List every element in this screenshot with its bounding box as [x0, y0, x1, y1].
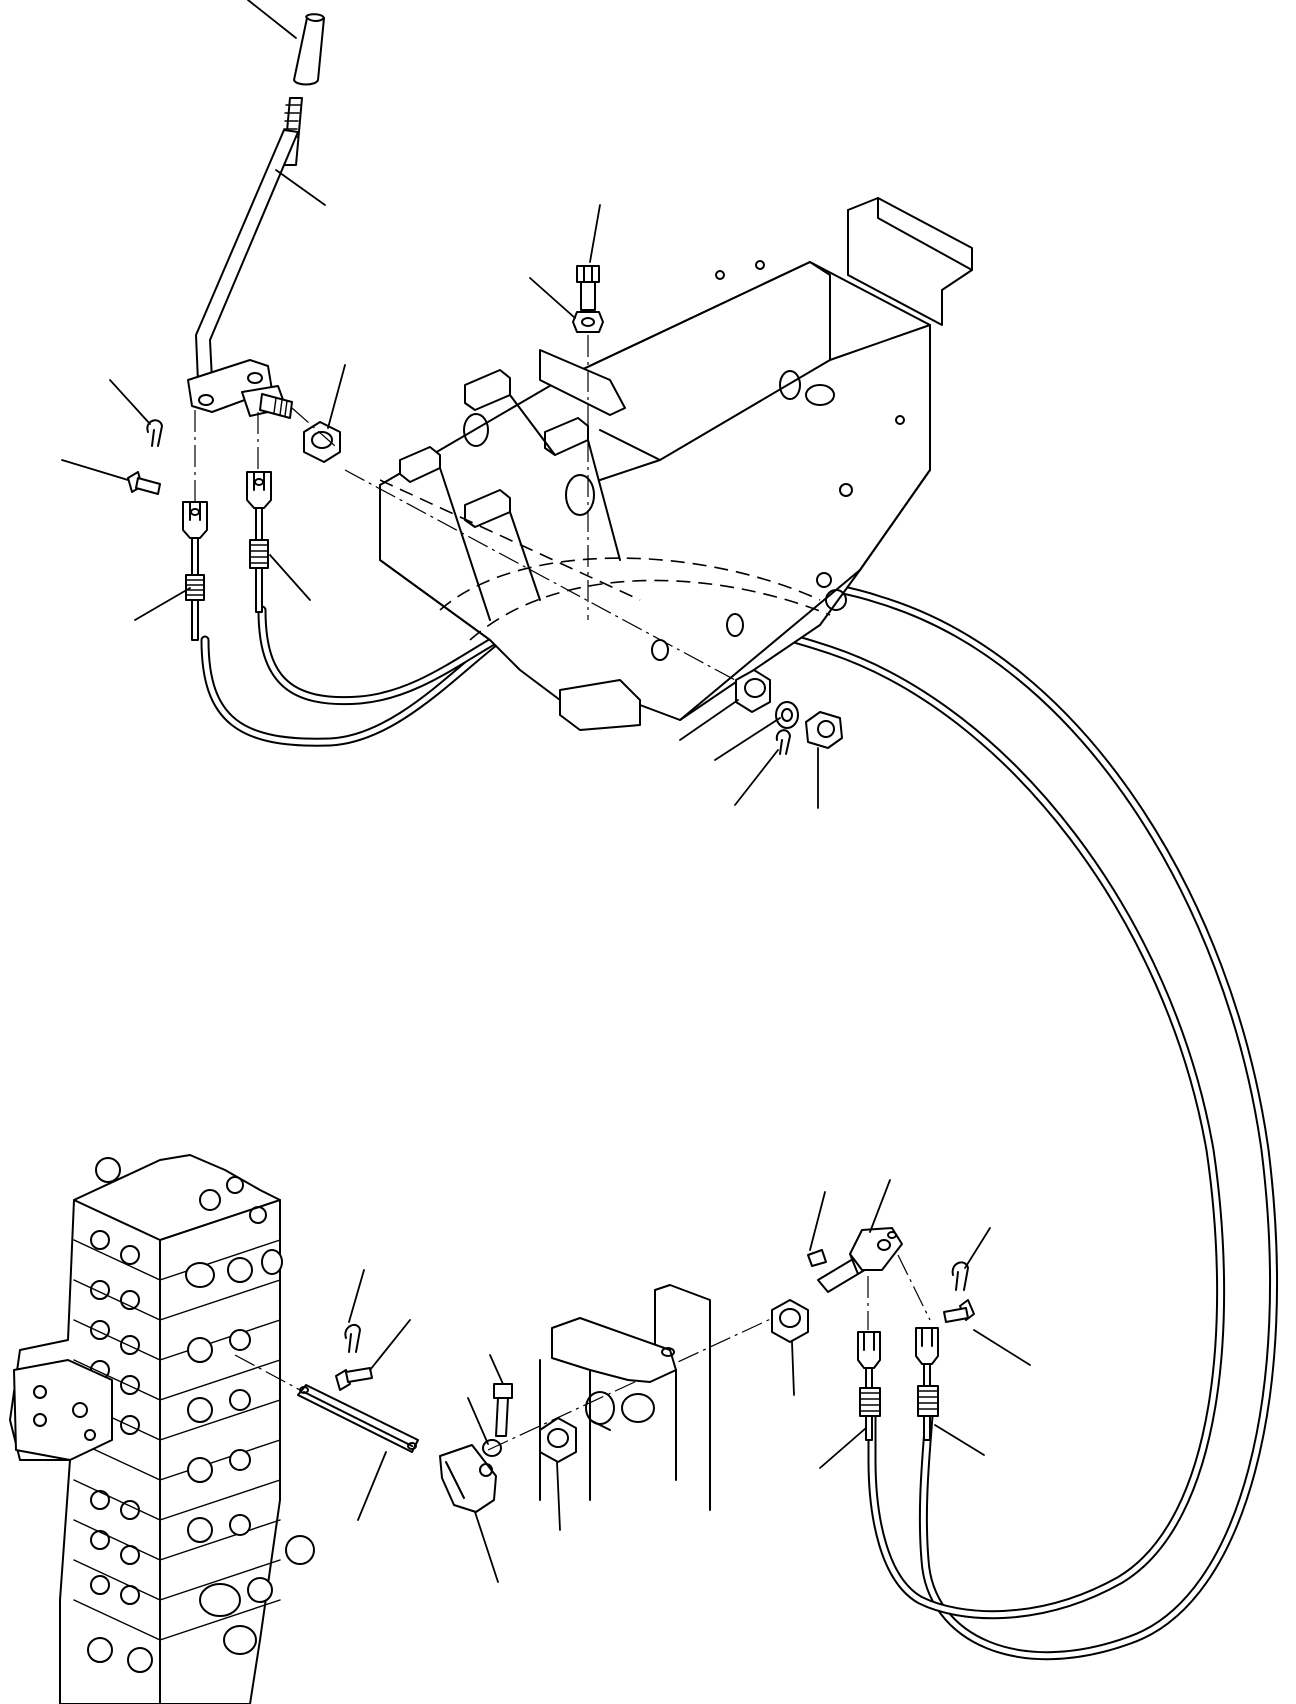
bolt-icon	[576, 265, 600, 311]
lever-arm-icon	[439, 1444, 497, 1513]
cable-clevis-icon	[915, 1327, 939, 1441]
clevis-pin-icon	[943, 1299, 975, 1323]
center-line	[487, 1309, 791, 1451]
center-line	[344, 469, 736, 681]
bushing-icon	[735, 669, 771, 713]
hidden-line	[379, 479, 641, 601]
hidden-line	[469, 579, 831, 641]
bushing-icon	[539, 1417, 577, 1463]
link-rod-icon	[297, 1384, 419, 1453]
control-valve-block-icon	[9, 1154, 315, 1704]
center-line	[234, 1354, 301, 1391]
cable-clevis-icon	[182, 501, 208, 641]
leader-lines	[61, 0, 1031, 1583]
cotter-pin-icon	[344, 1323, 361, 1353]
pedal-box-frame-icon	[379, 197, 973, 731]
center-line	[897, 1254, 931, 1321]
bolt-icon	[493, 1383, 513, 1437]
cable-clevis-icon	[857, 1331, 881, 1441]
lever-knob-icon	[293, 13, 325, 86]
bushing-icon	[303, 421, 341, 463]
nut-icon	[572, 311, 604, 333]
cotter-pin-icon	[807, 1249, 827, 1267]
lever-bracket-icon	[187, 359, 293, 419]
clevis-pin-icon	[335, 1367, 373, 1391]
hidden-line	[439, 557, 821, 611]
washer-icon	[775, 701, 799, 729]
center-line	[291, 407, 336, 447]
cotter-pin-icon	[775, 729, 791, 755]
cotter-pin-icon	[951, 1261, 969, 1291]
mounting-bracket-icon	[539, 1284, 711, 1511]
clevis-pin-icon	[127, 471, 161, 495]
cable-clevis-icon	[246, 471, 272, 613]
control-lever-icon	[195, 97, 303, 383]
cotter-pin-icon	[146, 419, 163, 447]
control-cable-icon	[200, 576, 1279, 1661]
control-cable-icon	[257, 605, 1226, 1620]
bushing-icon	[771, 1299, 809, 1343]
nut-icon	[805, 711, 843, 749]
lever-shaft-icon	[817, 1227, 903, 1293]
